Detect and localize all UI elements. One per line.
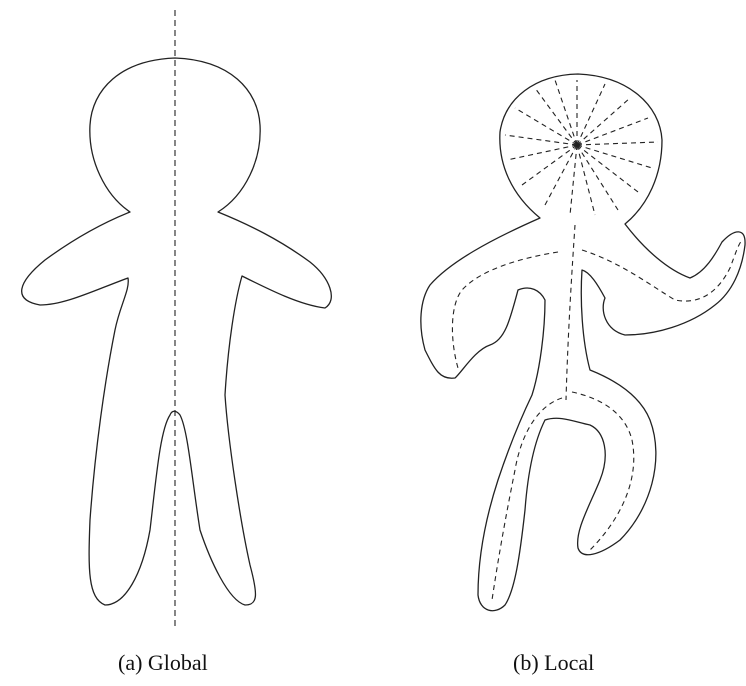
caption-panel-b: (b) Local: [513, 650, 594, 676]
panel-b-torso-skeleton: [566, 225, 575, 400]
panel-a-global: [22, 10, 332, 630]
panel-a-body-outline: [22, 58, 332, 605]
panel-b-left-leg-skeleton: [492, 398, 562, 600]
panel-b-head-radial-skeleton: [505, 80, 658, 215]
caption-panel-a: (a) Global: [118, 650, 208, 676]
panel-b-left-arm-skeleton: [452, 252, 558, 368]
panel-b-local: [421, 74, 745, 611]
